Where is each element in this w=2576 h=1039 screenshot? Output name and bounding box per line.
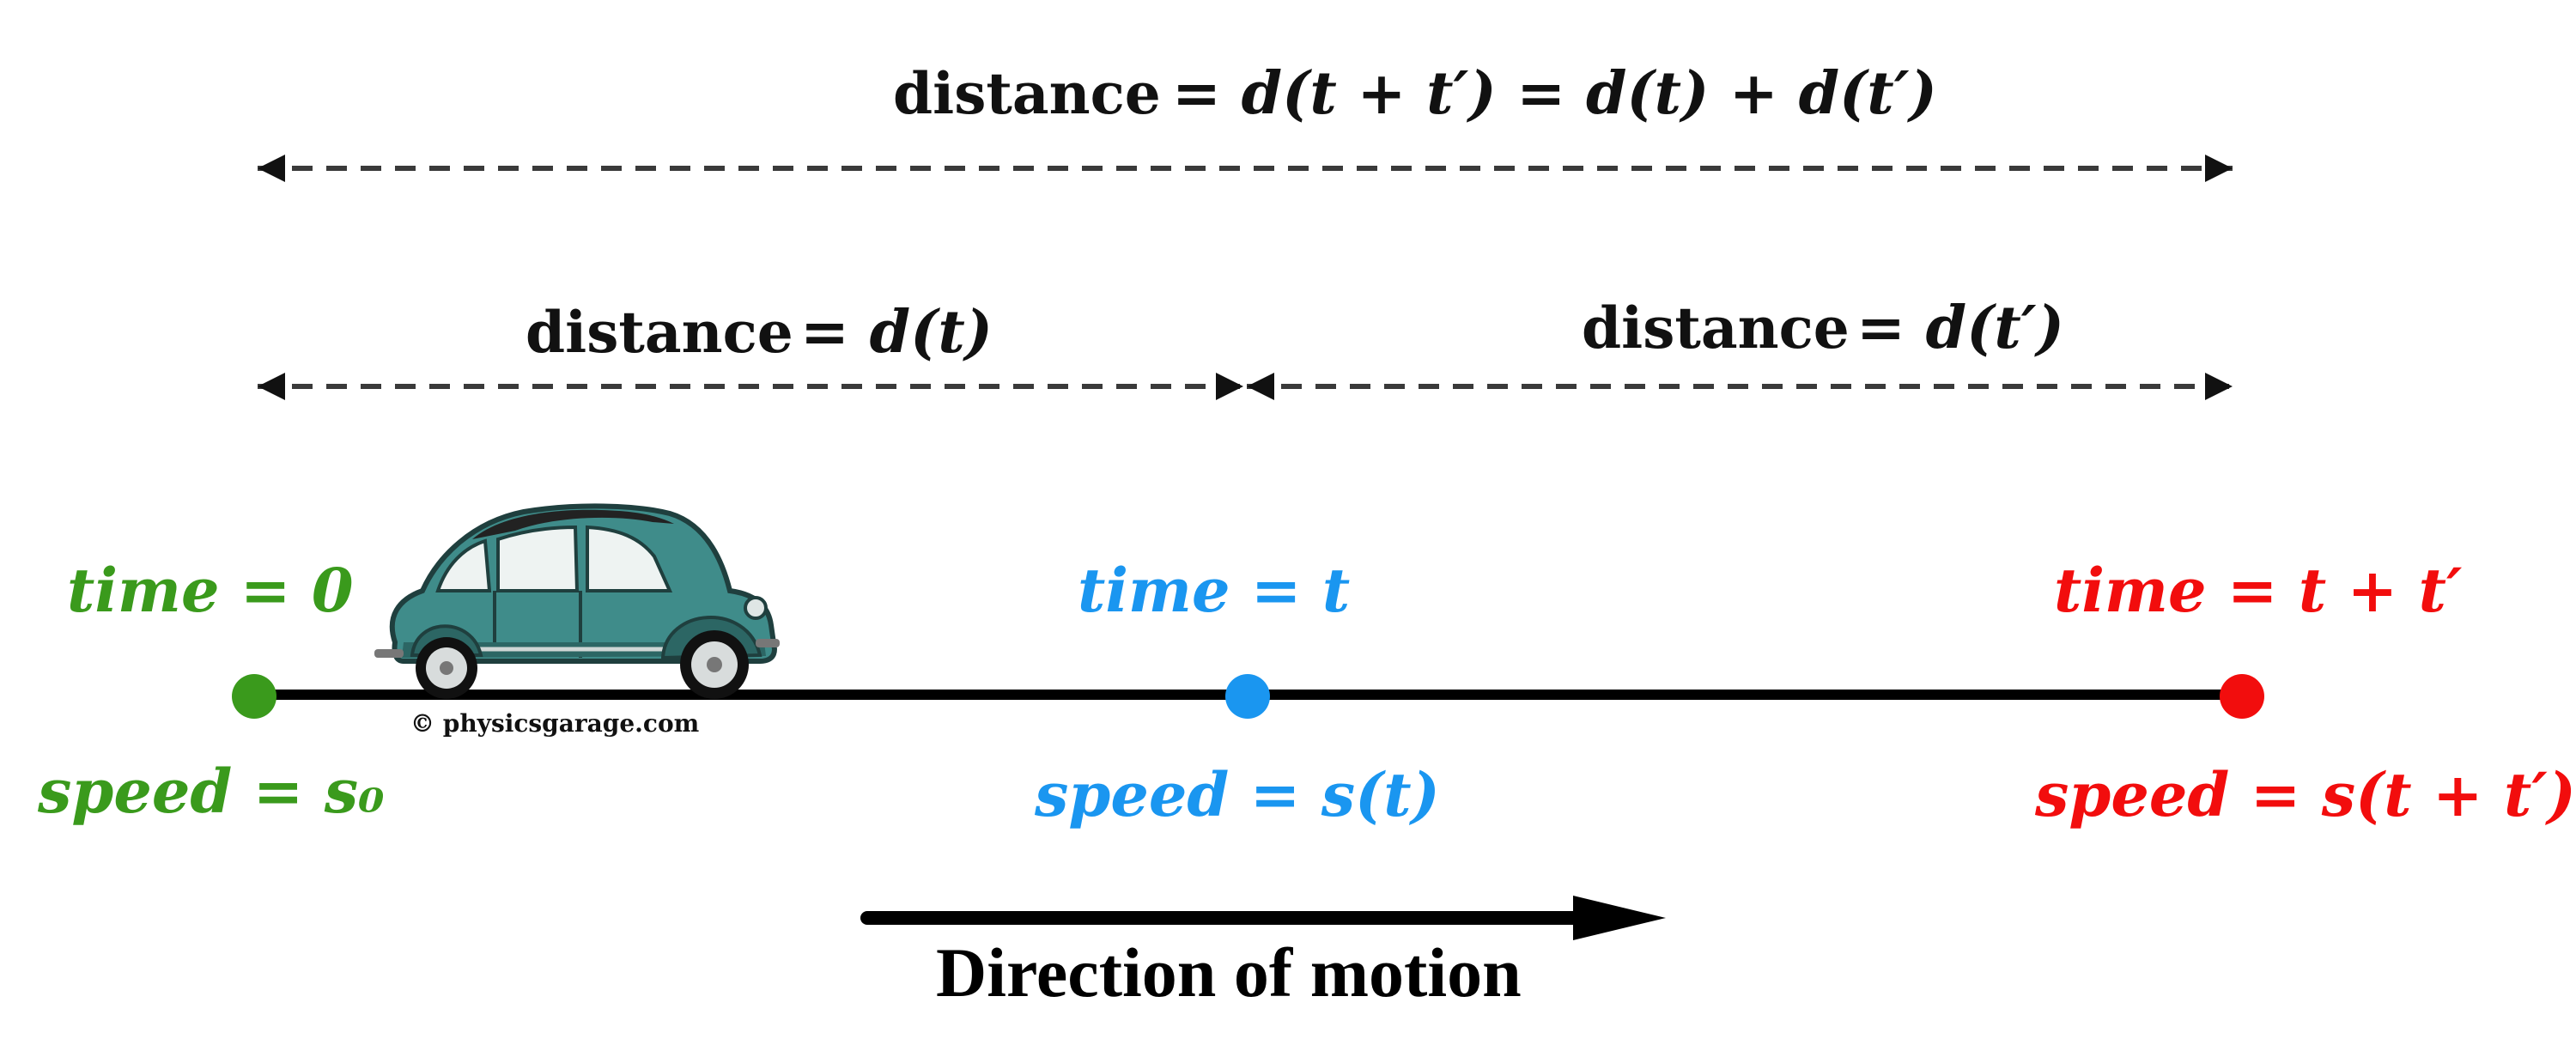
left-distance-word: distance [526, 299, 793, 366]
end-point-group: time = t + t′ speed = s(t + t′) [2034, 555, 2576, 830]
end-speed-label: speed = s(t + t′) [2034, 759, 2576, 830]
right-distance-right-arrowhead [2205, 373, 2233, 400]
left-distance-left-arrowhead [258, 373, 285, 400]
middle-point-dot [1225, 674, 1270, 719]
total-distance-word: distance [893, 60, 1161, 127]
start-point-group: time = 0 speed = s₀ [37, 555, 385, 827]
car-icon [374, 503, 780, 699]
total-distance-left-arrowhead [258, 155, 285, 182]
direction-label: Direction of motion [936, 933, 1522, 1012]
total-distance-right-arrowhead [2205, 155, 2233, 182]
middle-time-label: time = t [1078, 555, 1350, 626]
start-time-label: time = 0 [67, 555, 354, 626]
left-distance-expr: = d(t) [800, 298, 993, 367]
right-distance-left-arrowhead [1247, 373, 1274, 400]
total-distance-expr: = d(t + t′) = d(t) + d(t′) [1172, 59, 1937, 128]
copyright-text: © physicsgarage.com [410, 709, 699, 738]
middle-point-group: time = t speed = s(t) [1034, 555, 1440, 830]
end-time-label: time = t + t′ [2054, 555, 2463, 626]
start-point-dot [232, 674, 276, 719]
right-distance-arrow: distance = d(t′) [1247, 294, 2233, 400]
left-distance-right-arrowhead [1216, 373, 1243, 400]
start-speed-label: speed = s₀ [37, 756, 385, 827]
middle-speed-label: speed = s(t) [1034, 759, 1440, 830]
right-distance-expr: = d(t′) [1856, 294, 2064, 362]
direction-arrow-icon [860, 896, 1666, 940]
total-distance-arrow: distance = d(t + t′) = d(t) + d(t′) [258, 59, 2233, 182]
end-point-dot [2220, 674, 2264, 719]
right-distance-word: distance [1582, 295, 1850, 362]
left-distance-arrow: distance = d(t) [258, 298, 1243, 400]
